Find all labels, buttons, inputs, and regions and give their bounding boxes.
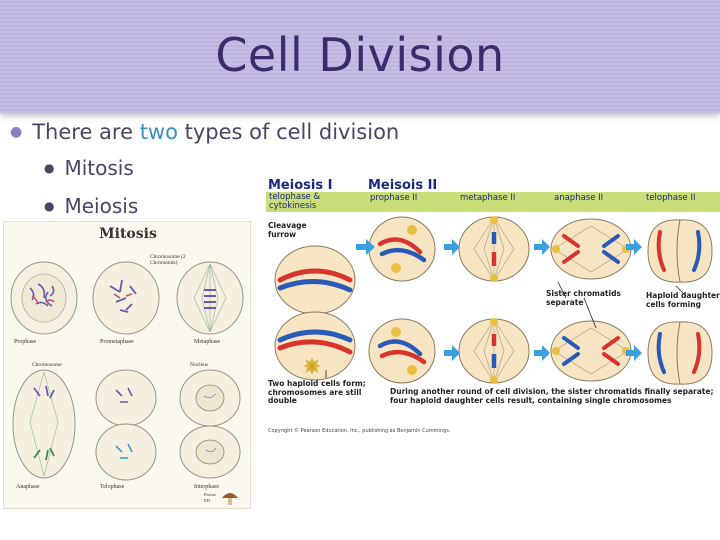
slide-title: Cell Division <box>215 28 505 82</box>
arrow-icon <box>626 239 642 255</box>
prophase-ii-bottom-cell-image <box>368 318 436 384</box>
sub-bullet-meiosis-text: Meiosis <box>64 194 139 218</box>
meiosis-header-1: Meiosis I <box>268 178 333 193</box>
bullet-main: ● There are two types of cell division <box>10 120 399 144</box>
caption-anaphase: Anaphase <box>16 484 40 490</box>
bullet-main-before: There are <box>32 120 140 144</box>
interphase-cell-image <box>179 369 241 479</box>
mitosis-figure: Mitosis Chromosome (2 Chromatids) Propha… <box>3 221 251 509</box>
caption-prophase: Prophase <box>14 339 36 345</box>
label-chromosome-chromatids: Chromosome (2 Chromatids) <box>150 254 186 266</box>
arrow-icon <box>534 345 550 361</box>
metaphase-ii-bottom-cell-image <box>458 318 530 384</box>
phase-label-prophase-ii: prophase II <box>370 193 418 203</box>
phase-label-metaphase-ii: metaphase II <box>460 193 516 203</box>
telophase-ii-top-cell-image <box>647 219 713 283</box>
label-chromosome: Chromosome <box>32 362 62 368</box>
anaphase-cell-image <box>12 369 76 479</box>
caption-metaphase: Metaphase <box>194 339 220 345</box>
sub-bullet-dot-icon: ● <box>44 199 55 213</box>
label-cleavage-furrow: Cleavage furrow <box>268 221 307 239</box>
mushroom-logo-icon <box>222 493 238 505</box>
caption-prometaphase: Prometaphase <box>100 339 134 345</box>
copyright-text: Copyright © Pearson Education, Inc., pub… <box>268 428 451 434</box>
metaphase-cell-image <box>176 261 244 335</box>
label-nucleus: Nucleus <box>190 362 209 368</box>
anaphase-ii-top-cell-image <box>550 218 632 280</box>
bullet-dot-icon: ● <box>10 124 23 140</box>
arrow-icon <box>626 345 642 361</box>
caption-interphase: Interphase <box>194 484 219 490</box>
sub-bullet-dot-icon: ● <box>44 161 55 175</box>
telophase-ii-bottom-cell-image <box>647 321 713 385</box>
mushroom-logo-text: Protist ED <box>204 492 216 503</box>
phase-bar: telophase & cytokinesis prophase II meta… <box>266 192 720 212</box>
label-two-haploid-cells: Two haploid cells form; chromosomes are … <box>268 379 366 405</box>
phase-label-telophase-cytokinesis: telophase & cytokinesis <box>269 192 321 211</box>
process-arrows <box>325 239 687 378</box>
arrow-icon <box>534 239 550 255</box>
meiosis-figure: Meiosis I Meisois II telophase & cytokin… <box>266 178 720 436</box>
prometaphase-cell-image <box>92 261 160 335</box>
sub-bullet-mitosis-text: Mitosis <box>64 156 134 180</box>
bullet-main-after: types of cell division <box>177 120 400 144</box>
title-band <box>0 0 720 113</box>
arrow-icon <box>356 239 375 255</box>
bullet-main-highlight: two <box>139 120 178 144</box>
caption-telophase: Telophase <box>100 484 125 490</box>
phase-label-anaphase-ii: anaphase II <box>554 193 604 203</box>
telophase-cell-image <box>95 369 157 481</box>
label-haploid-daughter-cells: Haploid daughter cells forming <box>646 291 720 309</box>
sub-bullet-mitosis: ● Mitosis <box>44 156 134 180</box>
metaphase-ii-top-cell-image <box>458 216 530 282</box>
label-sister-chromatids: Sister chromatids separate <box>546 289 621 307</box>
phase-label-telophase-ii: telophase II <box>646 193 696 203</box>
meiosis-header-2: Meisois II <box>368 178 438 193</box>
label-during-another-round: During another round of cell division, t… <box>390 387 714 405</box>
sub-bullet-meiosis: ● Meiosis <box>44 194 138 218</box>
prophase-ii-top-cell-image <box>368 216 436 282</box>
telophase-i-cell-image <box>274 245 356 381</box>
mitosis-figure-title: Mitosis <box>99 226 157 242</box>
prophase-cell-image <box>10 261 78 335</box>
arrow-icon <box>444 239 460 255</box>
arrow-icon <box>444 345 460 361</box>
